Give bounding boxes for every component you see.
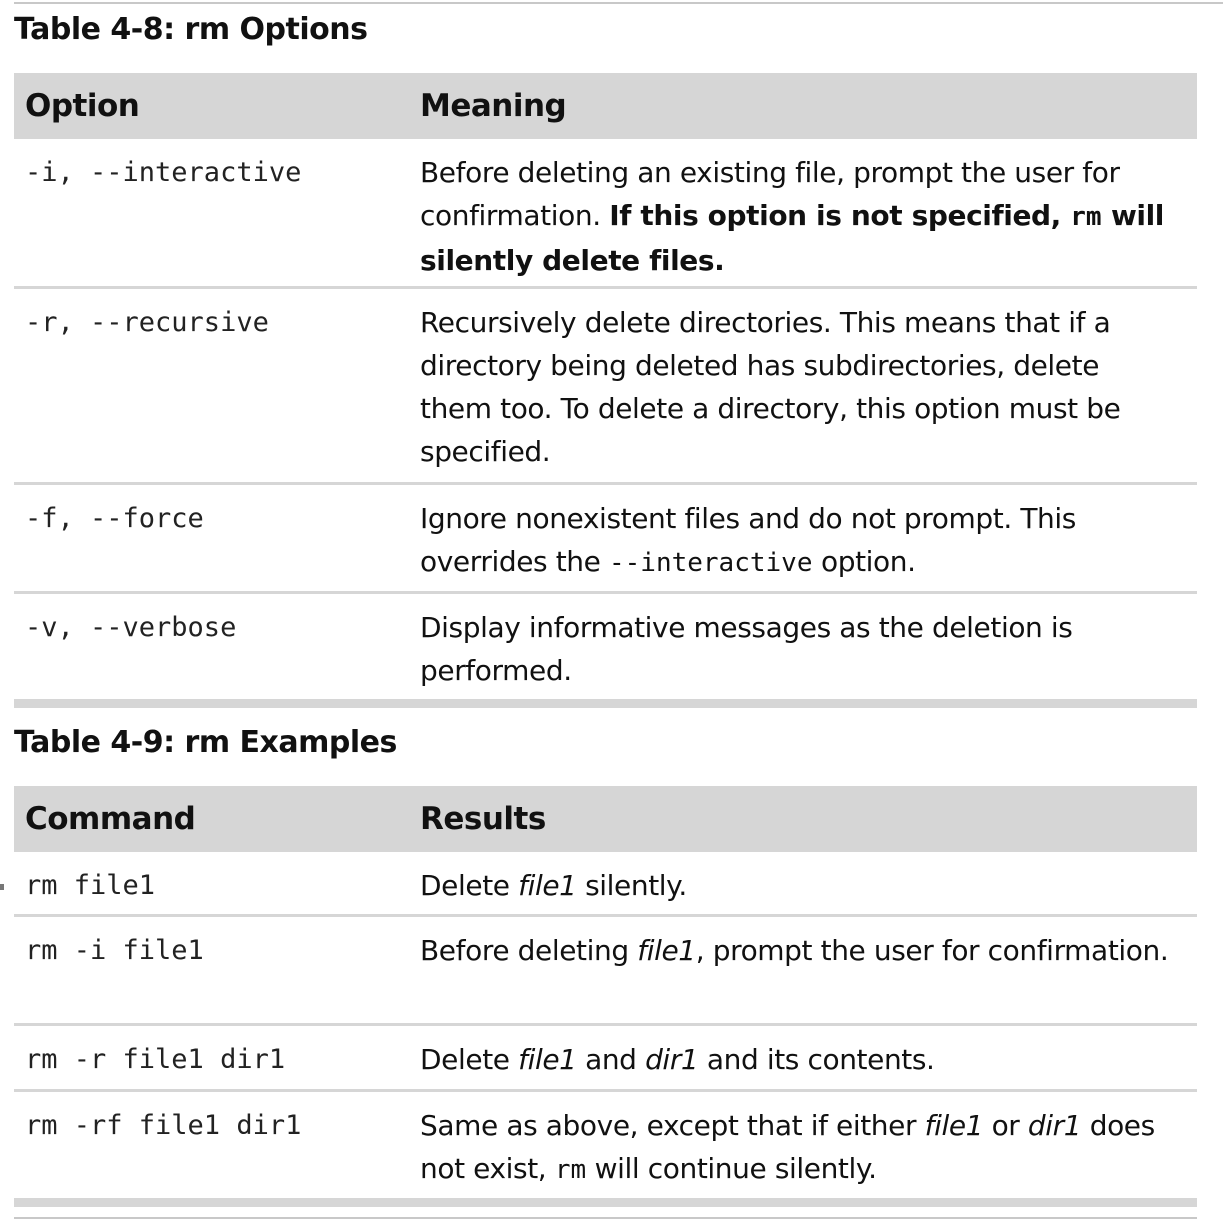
option-meaning: Display informative messages as the dele…: [420, 611, 1073, 687]
command-result: Delete file1 silently.: [420, 852, 1197, 907]
result-text: and its contents.: [698, 1043, 935, 1076]
command-result: Delete file1 and dir1 and its contents.: [420, 1026, 1197, 1081]
command-text: rm file1: [25, 870, 156, 901]
result-text: Same as above, except that if either: [420, 1109, 925, 1142]
table-row: -i, --interactive Before deleting an exi…: [14, 139, 1197, 289]
result-text: does not exist,: [420, 1109, 1155, 1185]
result-text: will continue silently.: [586, 1152, 877, 1185]
options-table: Option Meaning -i, --interactive Before …: [14, 73, 1197, 708]
command-result: Before deleting file1, prompt the user f…: [420, 917, 1197, 972]
result-italic: file1: [924, 1109, 984, 1142]
command-text: rm -i file1: [25, 935, 204, 966]
meaning-bold-text: If this option is not specified,: [609, 199, 1071, 232]
result-italic: dir1: [645, 1043, 699, 1076]
result-italic: file1: [518, 869, 577, 902]
table-row: rm file1 Delete file1 silently.: [14, 852, 1197, 917]
table-row: -f, --force Ignore nonexistent files and…: [14, 485, 1197, 594]
option-name: -i, --interactive: [25, 157, 302, 188]
result-italic: dir1: [1027, 1109, 1082, 1142]
table-row: rm -rf file1 dir1 Same as above, except …: [14, 1092, 1197, 1207]
result-text: Delete: [420, 869, 519, 902]
meaning-code: --interactive: [608, 548, 813, 578]
option-meaning: Recursively delete directories. This mea…: [420, 306, 1121, 468]
result-italic: file1: [518, 1043, 577, 1076]
command-text: rm -r file1 dir1: [25, 1044, 286, 1075]
examples-table: Command Results rm file1 Delete file1 si…: [14, 786, 1197, 1207]
examples-table-title: Table 4-9: rm Examples: [14, 725, 397, 760]
result-text: Before deleting: [420, 934, 638, 967]
result-text: silently.: [576, 869, 687, 902]
option-name: -v, --verbose: [25, 612, 237, 643]
result-text: and: [576, 1043, 646, 1076]
examples-table-header: Command Results: [14, 786, 1197, 852]
header-results: Results: [420, 801, 546, 837]
option-meaning: Ignore nonexistent files and do not prom…: [420, 485, 1197, 585]
meaning-text: Before deleting an existing file, prompt…: [420, 156, 1120, 232]
table-row: rm -r file1 dir1 Delete file1 and dir1 a…: [14, 1026, 1197, 1092]
options-table-title: Table 4-8: rm Options: [14, 12, 368, 47]
table-row: rm -i file1 Before deleting file1, promp…: [14, 917, 1197, 1026]
header-option: Option: [25, 88, 140, 124]
meaning-text: Ignore nonexistent files and do not prom…: [420, 502, 1076, 578]
meaning-code: rm: [1070, 202, 1102, 232]
option-name: -r, --recursive: [25, 307, 269, 338]
table-row: -v, --verbose Display informative messag…: [14, 594, 1197, 708]
result-text: Delete: [420, 1043, 519, 1076]
result-text: , prompt the user for confirmation.: [695, 934, 1169, 967]
top-rule: [14, 2, 1223, 4]
meaning-bold-text: will silently delete files.: [420, 199, 1165, 277]
option-name: -f, --force: [25, 503, 204, 534]
header-meaning: Meaning: [420, 88, 567, 124]
result-code: rm: [554, 1155, 587, 1185]
option-meaning: Before deleting an existing file, prompt…: [420, 139, 1197, 282]
command-text: rm -rf file1 dir1: [25, 1110, 302, 1141]
table-row: -r, --recursive Recursively delete direc…: [14, 289, 1197, 485]
bottom-rule: [14, 1217, 1197, 1219]
margin-mark: [0, 884, 4, 890]
options-table-header: Option Meaning: [14, 73, 1197, 139]
result-text: or: [983, 1109, 1028, 1142]
header-command: Command: [25, 801, 196, 837]
command-result: Same as above, except that if either fil…: [420, 1092, 1197, 1192]
meaning-text: option.: [812, 545, 916, 578]
result-italic: file1: [637, 934, 696, 967]
